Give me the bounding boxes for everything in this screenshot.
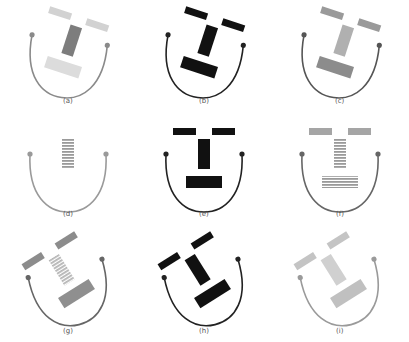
face (158, 231, 255, 334)
panel-label: (d) (63, 211, 73, 218)
panel-label: (b) (199, 98, 209, 105)
face (294, 231, 391, 334)
panel-label: (e) (199, 211, 209, 218)
face (157, 6, 246, 103)
face (27, 139, 108, 212)
face (299, 128, 380, 212)
panel-label: (f) (336, 211, 344, 218)
face (163, 128, 244, 212)
panel-label: (h) (199, 328, 209, 335)
face (21, 6, 110, 103)
panel-label: (c) (335, 98, 344, 105)
panel-label: (a) (63, 98, 73, 105)
panel-label: (g) (63, 328, 73, 335)
face (22, 231, 119, 334)
face (293, 6, 382, 103)
panel-label: (i) (336, 328, 343, 335)
